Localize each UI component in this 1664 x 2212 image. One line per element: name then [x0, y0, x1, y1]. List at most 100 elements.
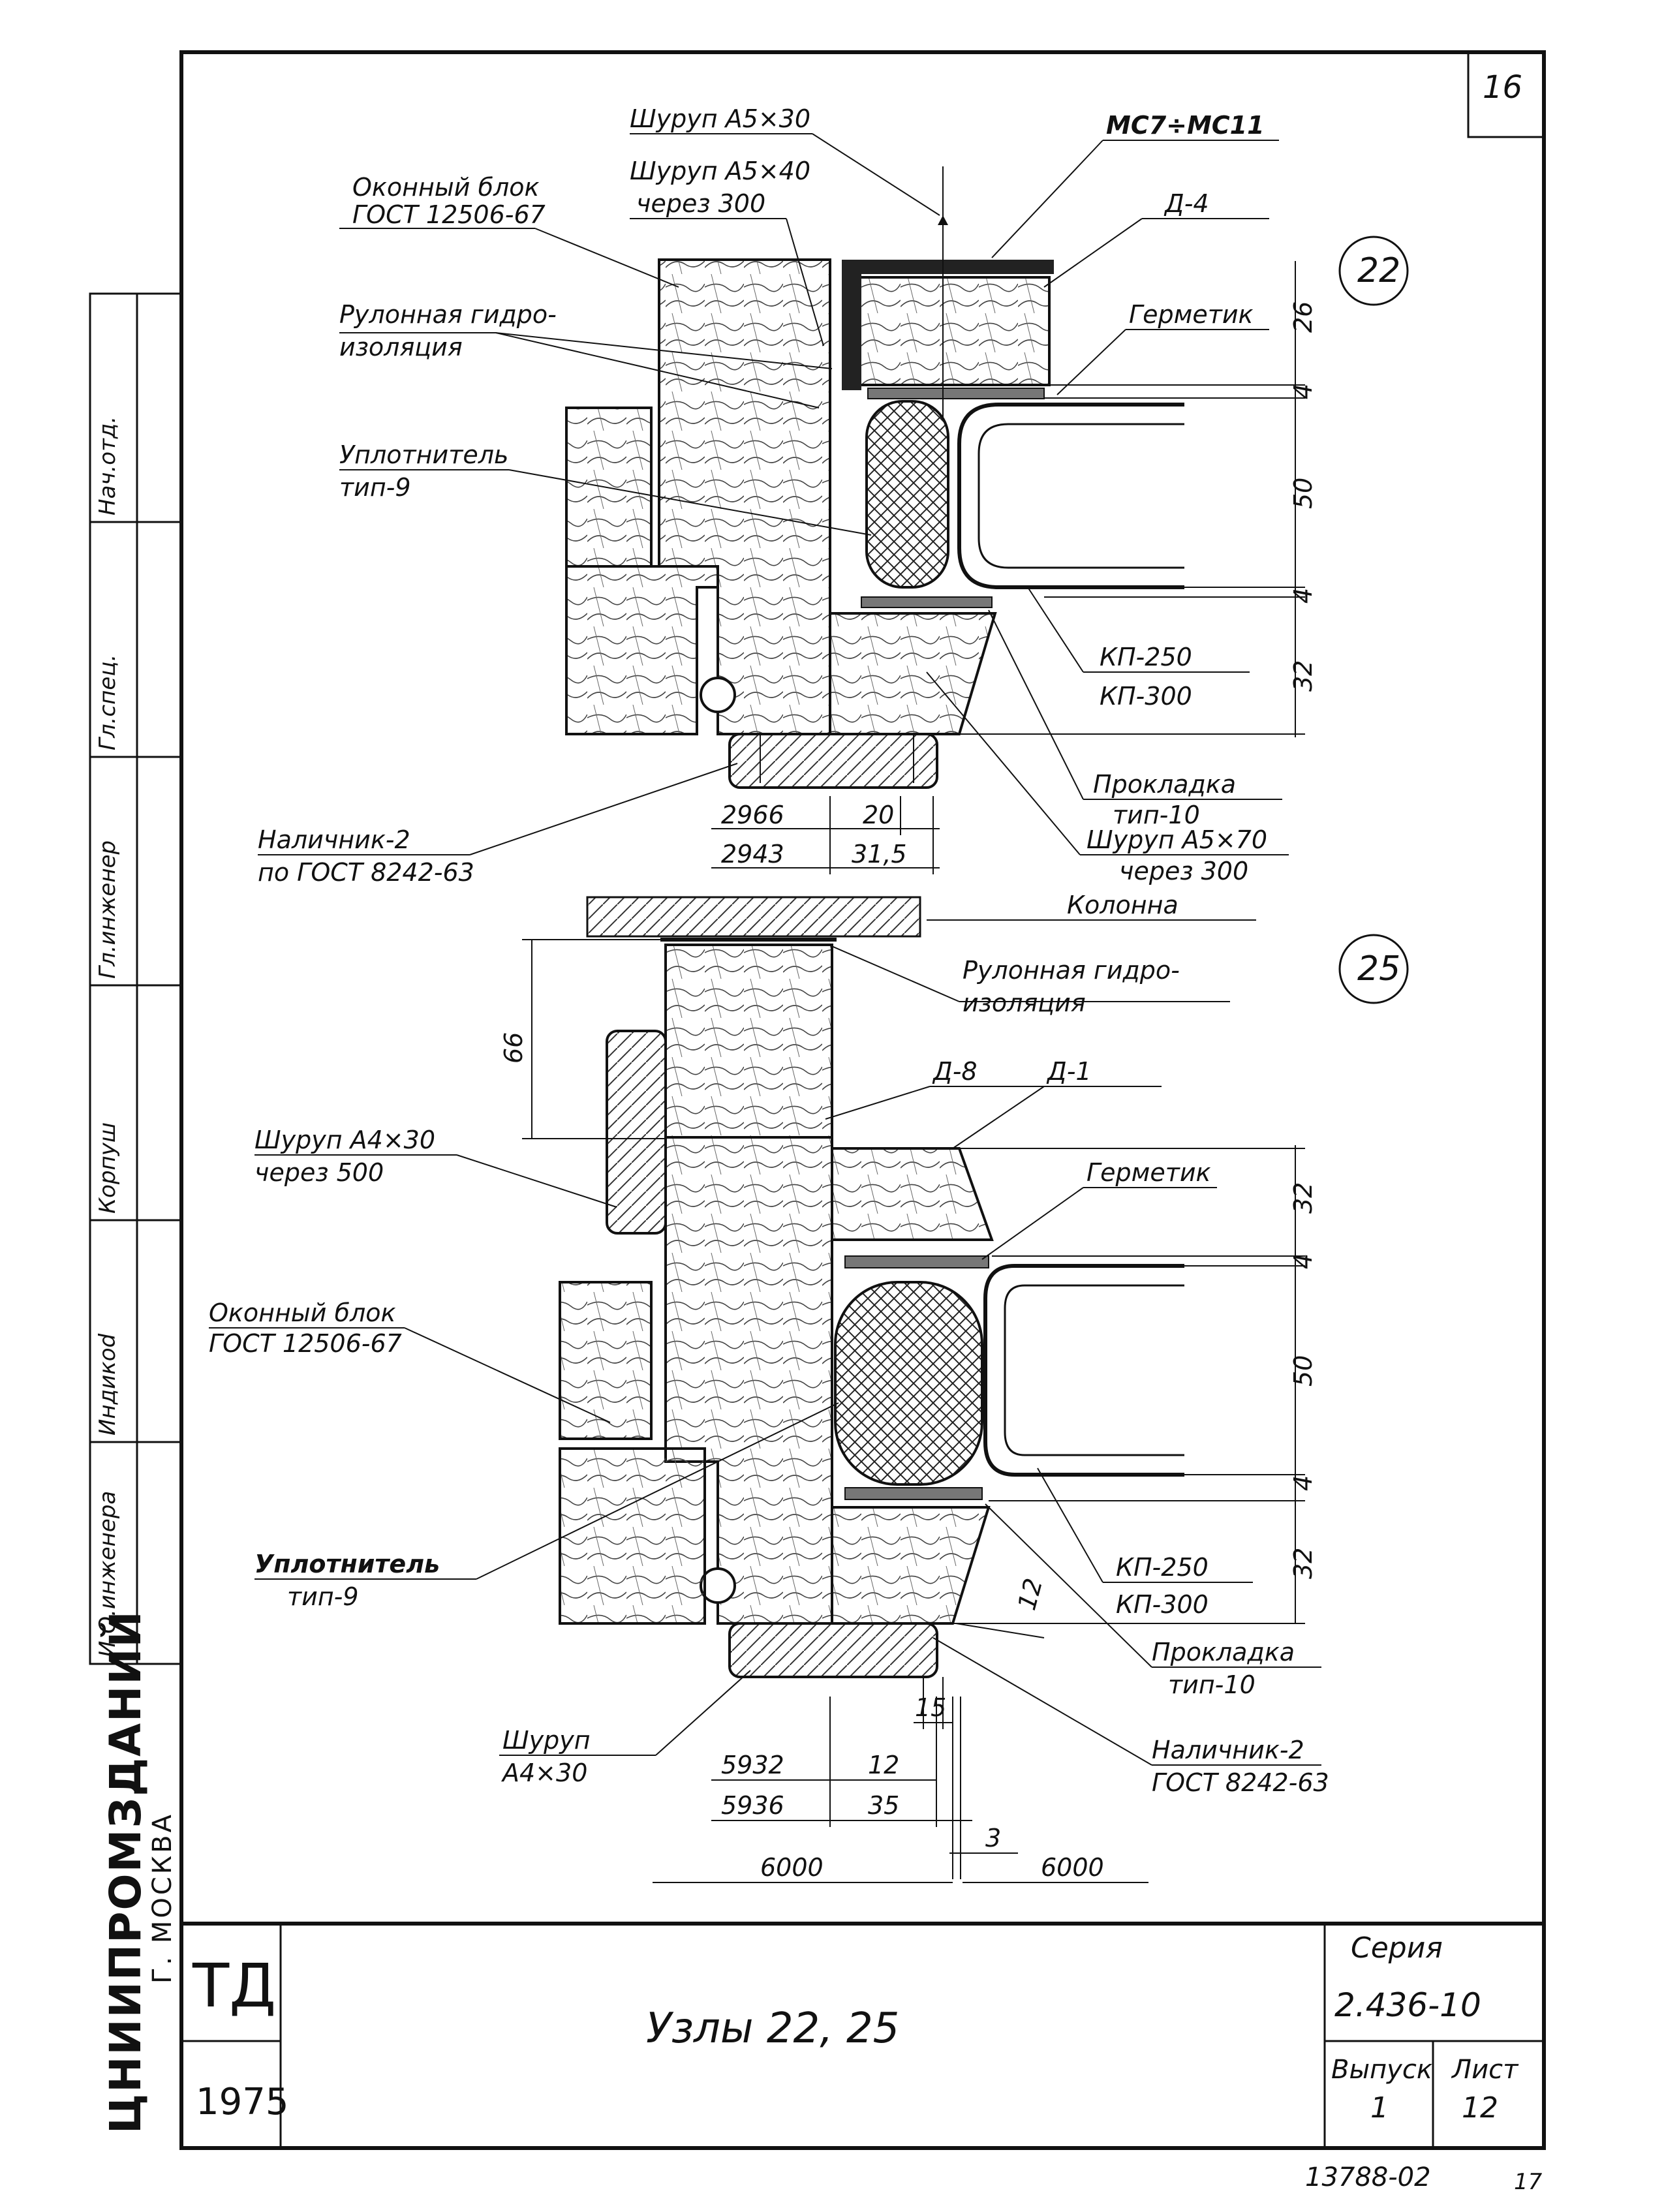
- title-text: Узлы 22, 25: [646, 2005, 899, 2053]
- node25-board-d8: [664, 944, 833, 1139]
- node25-label-kp250: КП-250: [1116, 1553, 1209, 1582]
- corner-cell: [1467, 51, 1545, 138]
- node22-label-hermetic: Герметик: [1129, 300, 1254, 329]
- node22-label-sealer: Уплотнитель: [339, 440, 508, 469]
- node-22: 22 26 4 50 4 32: [258, 104, 1409, 887]
- title-code: ТД: [192, 1951, 276, 2021]
- node25-dim-66: 66: [499, 1032, 528, 1064]
- node25-dim-32a: 32: [1289, 1182, 1317, 1214]
- side-stamp: Нач.отд. Гл.спец. Гл.инженер Корпуш Инди…: [89, 292, 183, 1665]
- node25-column: [586, 896, 921, 938]
- node25-label-hermetic: Герметик: [1086, 1158, 1211, 1187]
- node25-label-column: Колонна: [1067, 891, 1179, 919]
- node22-board-d4: [846, 276, 1051, 386]
- node22-metal-flashing: [842, 260, 1054, 390]
- node25-dim-5932: 5932: [721, 1751, 784, 1779]
- node22-panel-outer: [957, 403, 1184, 589]
- node25-dim-4b: 4: [1289, 1475, 1317, 1491]
- archive-number: 13788-02: [1305, 2162, 1431, 2192]
- node22-dim-2966: 2966: [721, 801, 784, 829]
- node22-sealer: [865, 400, 949, 589]
- node22-gasket-bottom: [861, 596, 993, 608]
- node22-label-trim-gost: по ГОСТ 8242-63: [258, 858, 474, 887]
- node-25: 25 66: [209, 891, 1409, 1883]
- side-stamp-row-3: Гл.инженер: [95, 840, 121, 979]
- node22-label-gasket-type: тип-10: [1113, 801, 1200, 829]
- node25-label-trim: Наличник-2: [1152, 1736, 1304, 1764]
- node22-dim-31-5: 31,5: [852, 840, 907, 868]
- node22-dim-2943: 2943: [721, 840, 784, 868]
- side-stamp-row-6: И.О.инженера: [95, 1491, 121, 1657]
- node22-dim-4b: 4: [1289, 588, 1317, 604]
- node25-dim-4a: 4: [1289, 1253, 1317, 1269]
- node25-label-gasket-type: тип-10: [1168, 1670, 1256, 1699]
- node25-panel-outer: [983, 1264, 1184, 1477]
- node22-label-kp300: КП-300: [1100, 682, 1192, 711]
- node25-label-window-block: Оконный блок: [209, 1298, 396, 1327]
- node-22-badge: [1338, 236, 1409, 306]
- issue-label: Выпуск: [1331, 2055, 1432, 2085]
- side-stamp-row-5: Индикоd: [95, 1333, 121, 1436]
- node25-board-d1: [831, 1147, 994, 1241]
- node22-label-d4: Д-4: [1163, 189, 1209, 218]
- corner-mark: 17: [1514, 2169, 1543, 2195]
- node22-label-screw-a5x30: Шуруп А5×30: [630, 104, 810, 133]
- node22-gasket-top: [867, 388, 1045, 399]
- node25-label-screw-size: А4×30: [501, 1759, 587, 1787]
- node25-wall-lower: [559, 1447, 706, 1625]
- node22-panel-inner: [978, 423, 1184, 569]
- node25-trim-bottom: [728, 1622, 938, 1678]
- node22-label-mc7-mc11: МС7÷МС11: [1106, 111, 1265, 140]
- sheet-label: Лист: [1451, 2055, 1519, 2085]
- node22-window-frame: [658, 258, 831, 735]
- node25-dim-15: 15: [915, 1693, 946, 1722]
- organization-city: Г. МОСКВА: [147, 1812, 177, 1984]
- node25-trim-vertical: [606, 1030, 667, 1235]
- node25-dim-12b: 12: [868, 1751, 899, 1779]
- node22-board-lower: [829, 612, 997, 735]
- node22-label-through-300-b: через 300: [1119, 857, 1248, 885]
- node25-label-d8: Д-8: [932, 1057, 978, 1086]
- node22-dim-50: 50: [1289, 478, 1317, 509]
- node22-trim: [728, 733, 938, 789]
- node22-label-kp250: КП-250: [1100, 643, 1192, 671]
- node25-label-d1: Д-1: [1046, 1057, 1092, 1086]
- node22-label-through-300-a: через 300: [636, 189, 765, 218]
- node22-label-gasket: Прокладка: [1093, 770, 1236, 799]
- node25-label-sealer-type: тип-9: [287, 1582, 359, 1611]
- node25-dim-32b: 32: [1289, 1548, 1317, 1579]
- node25-dim-5936: 5936: [721, 1791, 784, 1820]
- node22-dim-32: 32: [1289, 660, 1317, 692]
- node22-label-trim: Наличник-2: [258, 825, 410, 854]
- node22-dim-20: 20: [863, 801, 894, 829]
- node22-label-roll-waterproof-2: изоляция: [339, 333, 463, 361]
- node22-dim-26: 26: [1289, 301, 1317, 333]
- node22-label-window-block: Оконный блок: [352, 173, 540, 202]
- node22-label-roll-waterproof-1: Рулонная гидро-: [339, 300, 557, 329]
- node25-label-screw: Шуруп: [502, 1726, 591, 1755]
- node25-label-kp300: КП-300: [1116, 1590, 1209, 1619]
- node25-dim-6000a: 6000: [760, 1853, 824, 1882]
- node22-label-window-gost: ГОСТ 12506-67: [352, 200, 546, 229]
- node25-dim-3: 3: [985, 1824, 1001, 1852]
- title-block: [181, 1922, 1544, 2148]
- node25-gasket-top: [844, 1255, 989, 1268]
- node-25-badge-number: 25: [1357, 949, 1400, 989]
- node25-gasket-bottom: [844, 1487, 983, 1500]
- node22-wall-upper: [565, 407, 653, 568]
- node25-label-roll-waterproof-1: Рулонная гидро-: [963, 956, 1180, 985]
- node25-label-sealer: Уплотнитель: [254, 1550, 440, 1578]
- node25-panel-inner: [1004, 1284, 1184, 1456]
- node25-dim-35: 35: [868, 1791, 899, 1820]
- node25-wall-upper: [559, 1281, 653, 1440]
- node25-label-trim-gost: ГОСТ 8242-63: [1152, 1768, 1329, 1797]
- series-value: 2.436-10: [1334, 1986, 1481, 2024]
- node25-label-gasket: Прокладка: [1152, 1638, 1295, 1667]
- node25-sealer: [834, 1281, 983, 1486]
- side-stamp-row-2: Гл.спец.: [95, 654, 121, 750]
- node25-label-window-gost: ГОСТ 12506-67: [209, 1329, 402, 1358]
- issue-value: 1: [1370, 2091, 1389, 2125]
- node-22-badge-number: 22: [1357, 251, 1400, 290]
- node25-board-lower: [831, 1506, 991, 1625]
